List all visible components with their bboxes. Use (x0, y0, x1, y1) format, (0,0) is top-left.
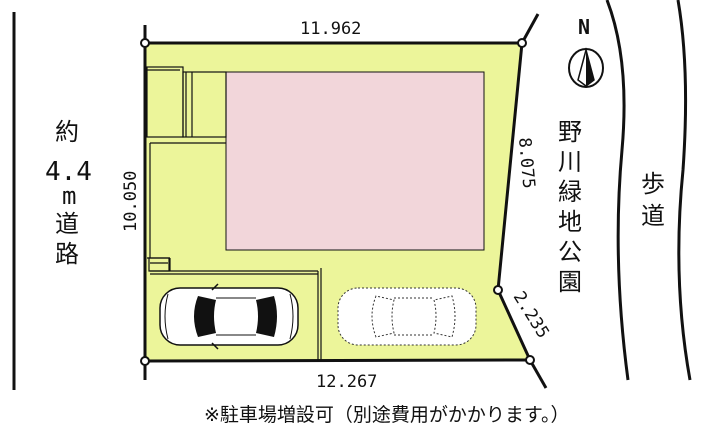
boundary-ext-bottom-right (528, 359, 548, 389)
compass-label: N (578, 15, 590, 39)
corner-marker (493, 285, 503, 295)
park-char: 地 (558, 208, 582, 236)
sidewalk-char: 道 (641, 202, 665, 230)
park-label: 野 川 緑 地 公 園 (558, 118, 582, 296)
sidewalk-edge-left (605, 0, 630, 381)
car-additional (337, 287, 477, 346)
park-char: 野 (558, 118, 582, 146)
dim-right-upper: 8.075 (514, 137, 538, 190)
park-char: 緑 (558, 178, 582, 206)
road-label-line1: 約 (55, 118, 79, 146)
corner-marker (525, 355, 535, 365)
park-char: 川 (558, 148, 582, 176)
road-label-line5: 路 (55, 240, 79, 268)
dim-top: 11.962 (300, 19, 361, 39)
sidewalk-label: 歩 道 (641, 170, 665, 230)
dim-left: 10.050 (121, 171, 141, 232)
road-label-line3: m (62, 182, 76, 210)
corner-markers (140, 38, 535, 366)
inner-walls (146, 66, 322, 361)
road-label-line4: 道 (55, 210, 79, 238)
north-compass-icon (568, 47, 604, 88)
park-char: 園 (558, 268, 582, 296)
parking-note: ※駐車場増設可（別途費用がかかります。） (204, 404, 570, 426)
boundary-ext-top-right (520, 13, 540, 44)
corner-marker (140, 38, 150, 48)
car-parked (159, 283, 299, 350)
sidewalk-edge-right (676, 0, 692, 381)
road-label: 約 4.4 m 道 路 (45, 118, 92, 268)
building-footprint (225, 71, 485, 251)
park-char: 公 (558, 238, 582, 266)
dim-bottom: 12.267 (316, 372, 377, 392)
road-label-line2: 4.4 (45, 157, 92, 187)
corner-marker (517, 38, 527, 48)
sidewalk-char: 歩 (641, 170, 665, 198)
corner-marker (140, 356, 150, 366)
